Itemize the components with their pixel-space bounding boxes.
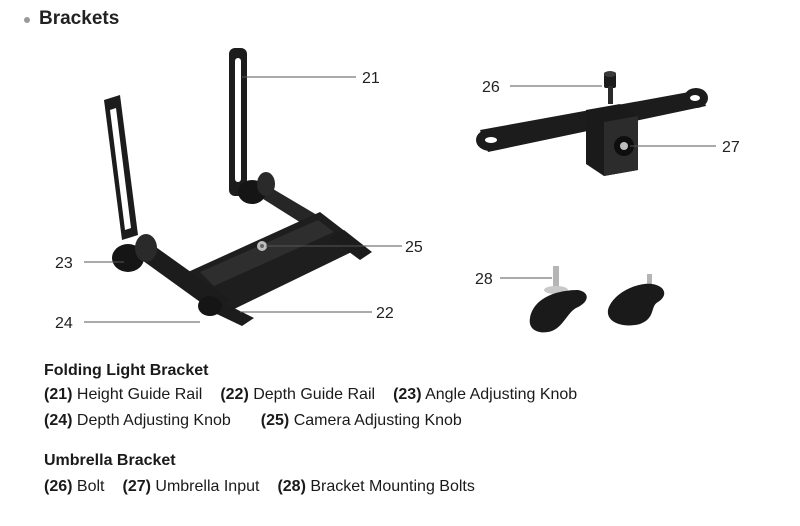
folding-legend-title: Folding Light Bracket (44, 362, 209, 379)
callout-24: 24 (55, 315, 73, 332)
callout-28: 28 (475, 271, 493, 288)
section-title: Brackets (39, 8, 120, 29)
bolt (604, 71, 616, 104)
legend-item-23: (23) Angle Adjusting Knob (393, 386, 578, 403)
callout-21: 21 (362, 70, 380, 87)
callout-23: 23 (55, 255, 73, 272)
callout-27: 27 (722, 139, 740, 156)
folding-light-bracket-legend: Folding Light Bracket (21) Height Guide … (44, 362, 595, 430)
umbrella-legend-row-1: (26) Bolt (27) Umbrella Input (28) Brack… (44, 478, 493, 496)
bracket-mounting-bolts (529, 266, 665, 333)
camera-adjusting-knob (257, 241, 267, 251)
legend-item-26: (26) Bolt (44, 478, 105, 495)
depth-adjusting-knob (198, 296, 222, 316)
legend-item-27: (27) Umbrella Input (122, 478, 260, 495)
mounting-bolt-right (607, 274, 665, 326)
umbrella-bracket (476, 71, 708, 176)
legend-item-21: (21) Height Guide Rail (44, 386, 203, 403)
left-height-rail (104, 95, 138, 240)
umbrella-bracket-legend: Umbrella Bracket (26) Bolt (27) Umbrella… (44, 452, 493, 496)
section-heading: Brackets (24, 8, 119, 30)
angle-adjusting-knob (112, 172, 275, 272)
legend-item-22: (22) Depth Guide Rail (220, 386, 376, 403)
folding-light-bracket (104, 48, 372, 326)
mounting-bolt-left (529, 266, 587, 333)
callout-25: 25 (405, 239, 423, 256)
legend-item-28: (28) Bracket Mounting Bolts (277, 478, 475, 495)
folding-legend-row-1: (21) Height Guide Rail (22) Depth Guide … (44, 386, 595, 404)
height-guide-rail (229, 48, 247, 196)
brackets-figure: 21 25 23 22 24 26 27 28 (55, 48, 740, 333)
callout-22: 22 (376, 305, 394, 322)
umbrella-input (586, 104, 638, 176)
callout-26: 26 (482, 79, 500, 96)
bullet-icon (24, 17, 30, 23)
legend-item-25: (25) Camera Adjusting Knob (260, 412, 462, 429)
umbrella-legend-title: Umbrella Bracket (44, 452, 176, 469)
folding-legend-row-2: (24) Depth Adjusting Knob (25) Camera Ad… (44, 412, 595, 430)
legend-item-24: (24) Depth Adjusting Knob (44, 412, 231, 429)
